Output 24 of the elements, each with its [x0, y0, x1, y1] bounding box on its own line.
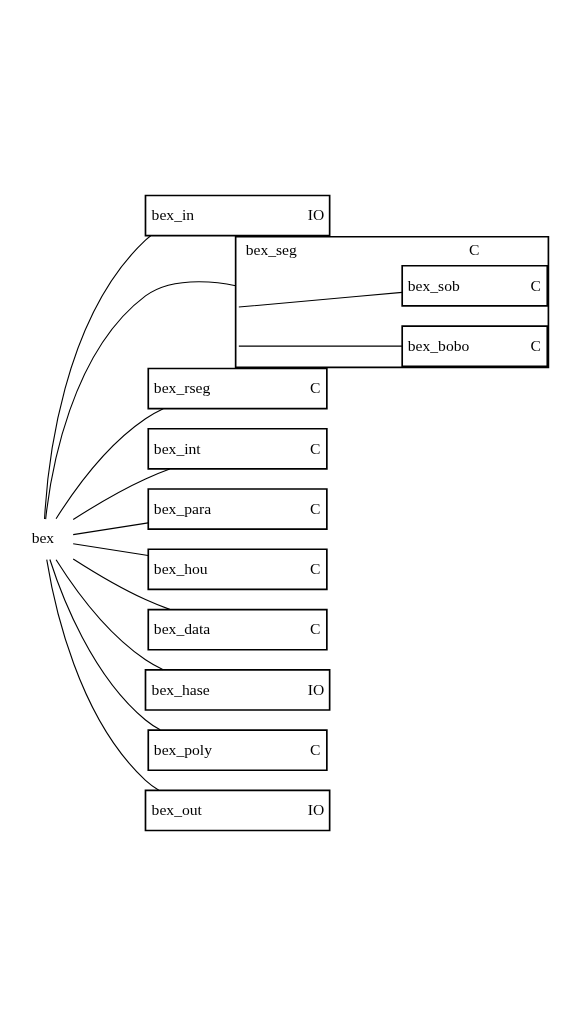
- node-box: bex_para C: [147, 488, 328, 530]
- node-box: bex_hou C: [147, 548, 328, 591]
- connector: [45, 281, 237, 520]
- connector: [238, 345, 403, 347]
- node-box: bex_rseg C: [147, 367, 328, 410]
- node-box: bex_hase IO: [144, 668, 331, 711]
- connector: [55, 559, 164, 671]
- node-box: bex_out IO: [144, 789, 331, 832]
- node-box: bex_bobo C: [401, 325, 549, 368]
- node-box: bex_sob C: [401, 264, 549, 307]
- connector: [72, 558, 171, 610]
- connector: [238, 291, 403, 308]
- node-box: bex_int C: [147, 427, 328, 470]
- connector: [44, 235, 152, 520]
- node-box: bex_data C: [147, 608, 328, 651]
- connector: [49, 558, 161, 731]
- connector: [72, 543, 149, 557]
- node-text: bex: [31, 529, 55, 547]
- node-box: bex_poly C: [147, 729, 328, 772]
- connector: [72, 522, 149, 536]
- connector: [55, 408, 164, 520]
- connector: [72, 468, 171, 521]
- connector: [46, 559, 160, 791]
- node-box: bex_in IO: [144, 194, 331, 237]
